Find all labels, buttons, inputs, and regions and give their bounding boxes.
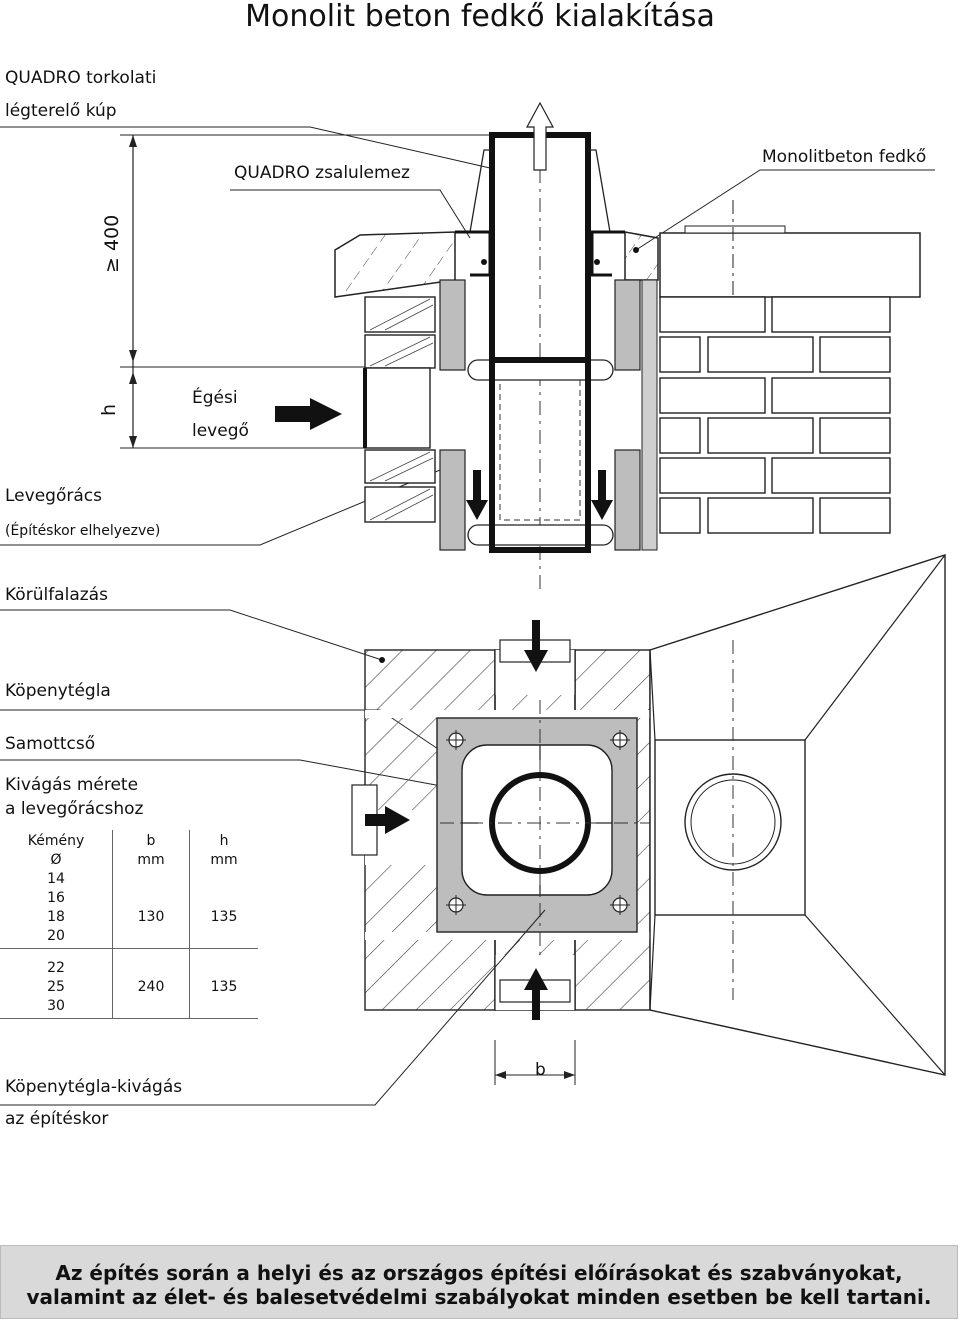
quadro-plate-label: QUADRO zsalulemez (234, 163, 410, 183)
jacket-brick-label: Köpenytégla (5, 681, 111, 701)
jacket-cutout-label-1: Köpenytégla-kivágás (5, 1077, 183, 1097)
air-grille-note: (Építéskor elhelyezve) (5, 523, 161, 539)
dimension-b-label: b (535, 1060, 546, 1080)
safety-notice: Az építés során a helyi és az országos é… (0, 1245, 958, 1319)
chimney-diagram (0, 101, 946, 1106)
cutout-size-label-2: a levegőrácshoz (5, 799, 144, 819)
surround-wall-label: Körülfalazás (5, 585, 108, 605)
air-grille-label: Levegőrács (5, 486, 102, 506)
safety-notice-line-2: valamint az élet- és balesetvédelmi szab… (26, 1285, 932, 1309)
dimension-400-label: ≥ 400 (101, 214, 123, 273)
dimension-h-label: h (98, 403, 121, 417)
quadro-cone-label-2: légterelő kúp (5, 101, 117, 121)
jacket-cutout-label-2: az építéskor (5, 1109, 109, 1129)
safety-notice-line-1: Az építés során a helyi és az országos é… (55, 1261, 903, 1285)
page-title: Monolit beton fedkő kialakítása (245, 0, 715, 34)
combustion-air-label-1: Égési (192, 388, 238, 408)
cutout-size-label-1: Kivágás mérete (5, 775, 139, 795)
samott-pipe-label: Samottcső (5, 734, 96, 754)
monolith-cap-label: Monolitbeton fedkő (762, 147, 927, 167)
combustion-air-arrow (275, 398, 342, 430)
combustion-air-label-2: levegő (192, 421, 249, 441)
quadro-cone-label-1: QUADRO torkolati (5, 68, 157, 88)
